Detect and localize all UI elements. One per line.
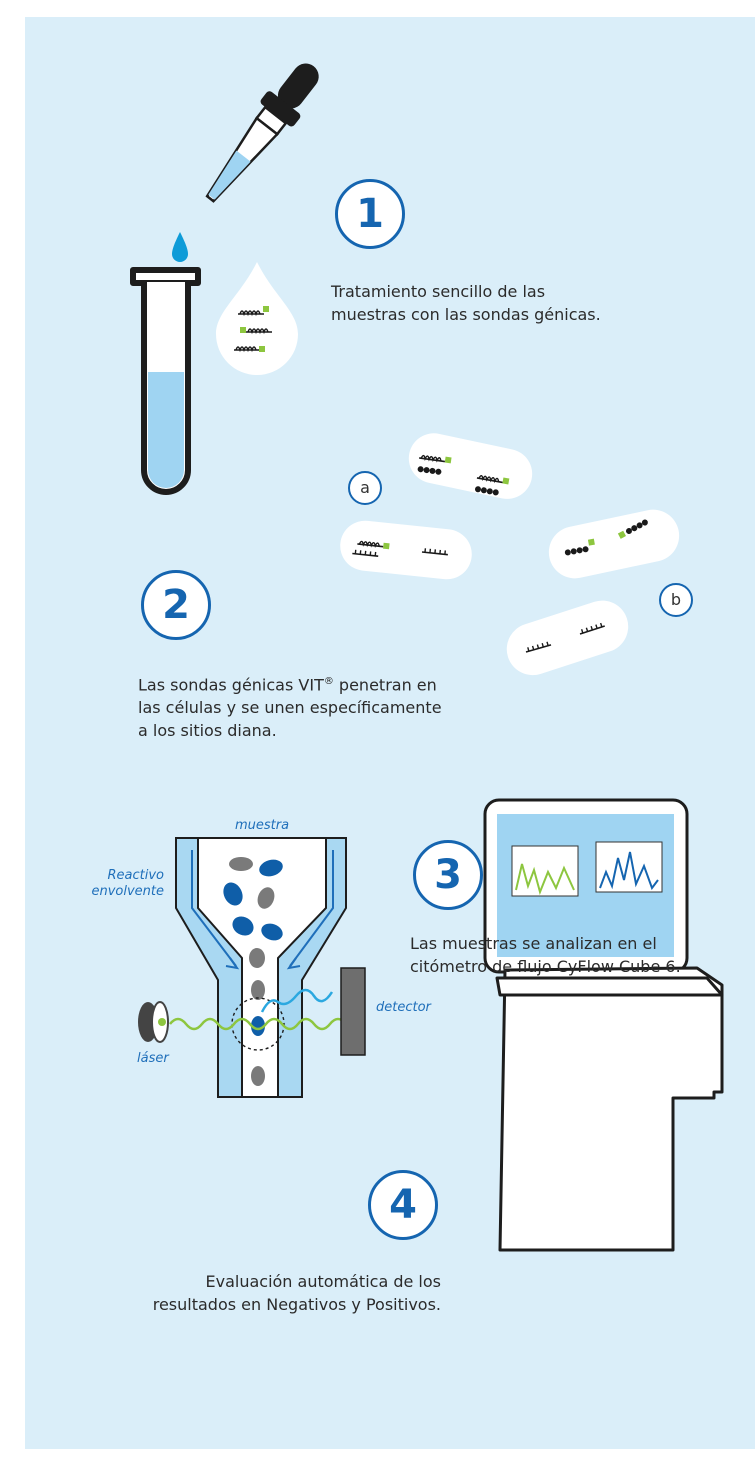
cell-label-a: a [348,471,382,505]
cyflow-instrument-icon [483,798,724,1252]
sheath-label-line-2: envolvente [91,884,164,899]
step-2-line-1: Las sondas génicas VIT® penetran en [138,675,437,695]
step-1-line-2: muestras con las sondas génicas. [331,305,601,324]
sheath-label-line-1: Reactivo [107,868,164,883]
step-2-line-2: las células y se unen específicamente [138,698,442,718]
sample-label: muestra [235,818,290,833]
step-3-line-2: citómetro de flujo CyFlow Cube 6. [410,957,681,976]
cell-b-top [548,509,680,579]
flow-cell-icon [169,837,347,1098]
cell-a-top [408,433,533,499]
step-3-number: 3 [413,840,483,910]
step-1-line-1: Tratamiento sencillo de las [331,282,546,301]
cell-a-bottom [340,520,472,580]
step-1-number: 1 [335,179,405,249]
step-1-description: Tratamiento sencillo de las muestras con… [331,280,601,326]
step-3-line-1: Las muestras se analizan en el [410,934,657,953]
step-2-line-3: a los sitios diana. [138,721,277,741]
step-3-description: Las muestras se analizan en el citómetro… [410,932,681,978]
step-4-line-1: Evaluación automática de los [205,1272,442,1291]
step-4-number: 4 [368,1170,438,1240]
step-2-number: 2 [141,570,211,640]
step-4-line-2: resultados en Negativos y Positivos. [152,1295,441,1314]
laser-icon [138,1001,169,1043]
drop-icon [172,232,188,262]
test-tube-icon [130,267,201,495]
sheath-fluid-label: Reactivo envolvente [72,868,164,900]
pipette-icon [205,63,319,203]
probe-drop-icon [216,262,298,375]
laser-label: láser [137,1051,169,1066]
cell-label-b: b [659,583,693,617]
cell-b-bottom [506,600,629,676]
step-2-description: Las sondas génicas VIT® penetran en las … [138,670,442,742]
detector-icon [340,967,366,1056]
step-4-description: Evaluación automática de los resultados … [120,1270,441,1316]
detector-label: detector [376,1000,431,1015]
